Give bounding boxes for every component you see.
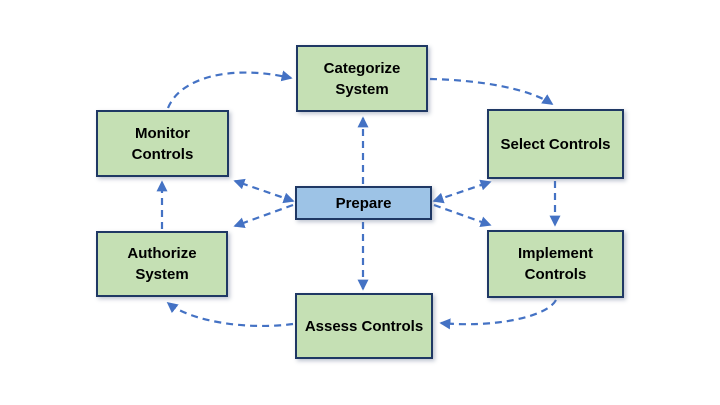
node-categorize-system: Categorize System <box>296 45 428 112</box>
node-label: Implement <box>517 245 593 262</box>
node-label: Categorize <box>323 59 401 77</box>
edge-implement-to-assess <box>439 299 557 330</box>
node-label: Select Controls <box>500 135 611 153</box>
node-label: System <box>335 80 389 98</box>
edge-categorize-to-select <box>429 77 554 105</box>
node-assess-controls: Assess Controls <box>295 293 433 359</box>
edge-prepare-to-monitor <box>233 178 295 204</box>
node-select-controls: Select Controls <box>487 109 624 179</box>
node-label: System <box>135 266 189 283</box>
edge-prepare-to-authorize <box>233 203 294 228</box>
node-label: Authorize <box>127 245 197 262</box>
node-label: Monitor <box>135 124 190 142</box>
node-label: Assess Controls <box>304 317 424 335</box>
node-prepare: Prepare <box>295 186 432 220</box>
edge-assess-to-authorize <box>166 301 294 328</box>
node-monitor-controls: Monitor Controls <box>96 110 229 177</box>
node-label: Controls <box>524 266 587 283</box>
edge-prepare-to-select <box>432 179 492 204</box>
node-authorize-system: Authorize System <box>96 231 228 297</box>
edge-monitor-to-categorize <box>166 70 293 109</box>
node-label: Prepare <box>335 194 392 212</box>
node-label: Controls <box>131 145 194 163</box>
edge-prepare-to-implement <box>433 203 492 228</box>
node-implement-controls: Implement Controls <box>487 230 624 298</box>
